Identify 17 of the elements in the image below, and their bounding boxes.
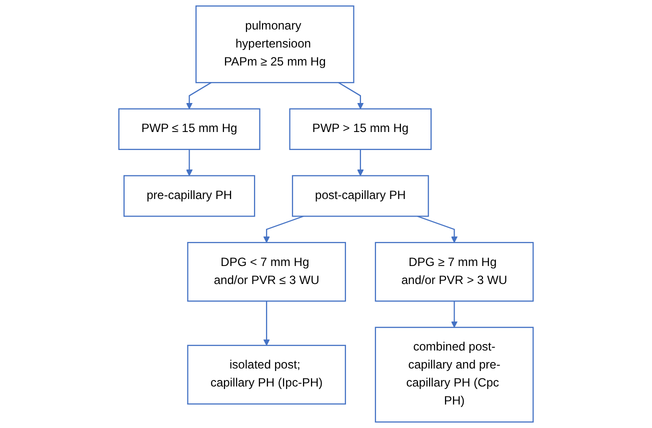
node-box: pre-capillary PH [123,175,256,217]
arrow [186,149,193,176]
node-box: PWP > 15 mm Hg [289,108,432,150]
node-box: combined post-capillary and pre-capillary PH (Cpc PH) [374,326,534,423]
node-box: DPG ≥ 7 mm Hg and/or PVR > 3 WU [374,242,534,302]
node-box: PWP ≤ 15 mm Hg [118,108,260,150]
arrow [186,82,212,110]
arrow [357,149,364,176]
arrow [338,82,364,110]
node-box: pulmonary hypertensioon PAPm ≥ 25 mm Hg [195,5,354,84]
arrow [263,301,270,346]
node-box: post-capillary PH [292,175,429,217]
node-box: isolated post; capillary PH (Ipc-PH) [187,344,346,405]
arrow [451,301,458,328]
arrow [263,216,304,243]
node-box: DPG < 7 mm Hg and/or PVR ≤ 3 WU [187,242,346,302]
arrow [417,216,458,243]
